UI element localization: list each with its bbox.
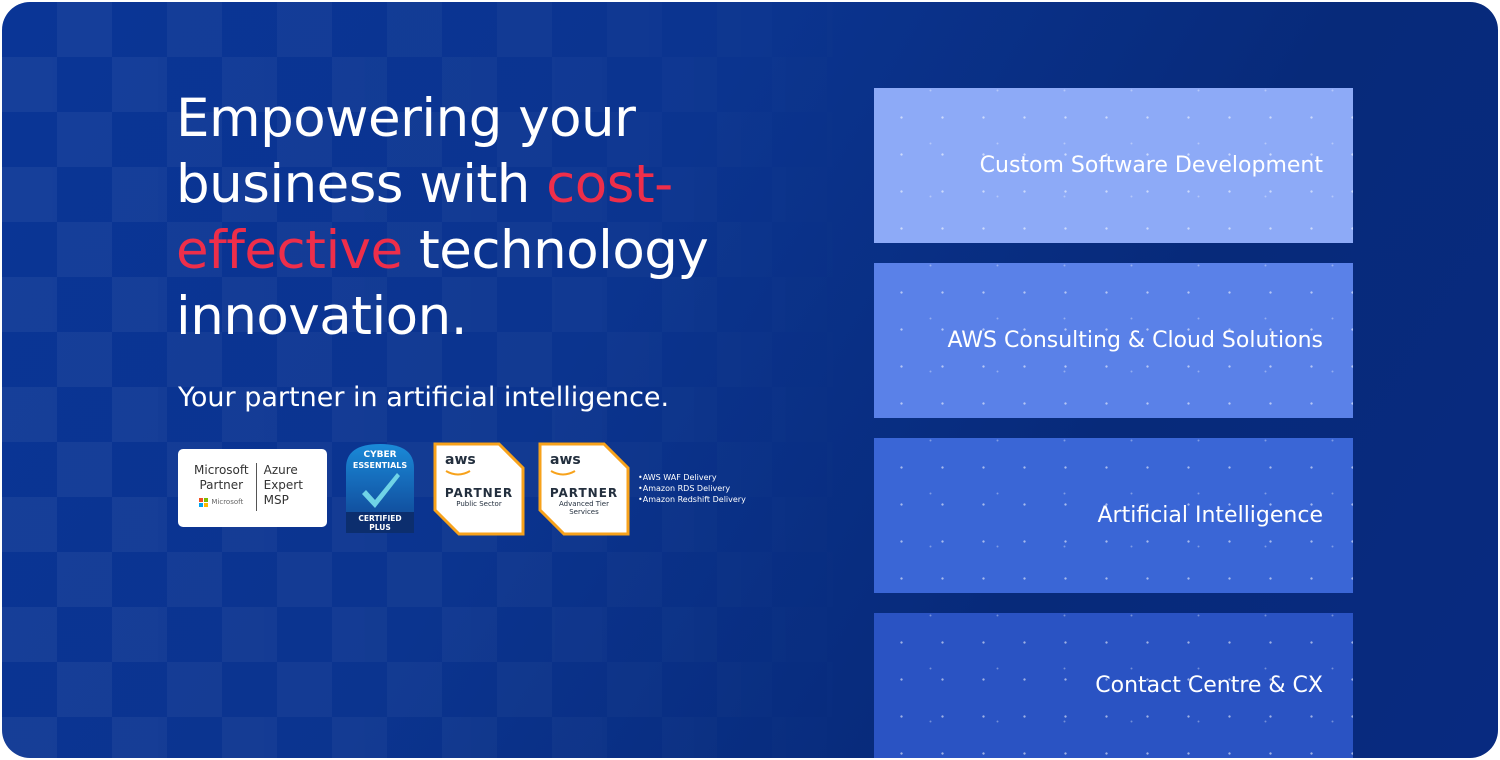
- service-card-contact-centre[interactable]: Contact Centre & CX: [874, 613, 1353, 758]
- aws-delivery-list: AWS WAF Delivery Amazon RDS Delivery Ama…: [638, 472, 746, 505]
- delivery-item: Amazon RDS Delivery: [638, 483, 746, 494]
- cyber-bottom-line1: CERTIFIED: [358, 514, 401, 523]
- delivery-item: AWS WAF Delivery: [638, 472, 746, 483]
- cyber-top-line2: ESSENTIALS: [353, 461, 408, 470]
- aws-smile-icon: [445, 470, 471, 476]
- aws-logo-text: aws: [550, 452, 581, 468]
- service-card-aws-consulting[interactable]: AWS Consulting & Cloud Solutions: [874, 263, 1353, 418]
- ms-badge-line1: Microsoft: [194, 463, 249, 477]
- hero-subheading: Your partner in artificial intelligence.: [178, 382, 670, 413]
- service-card-label: Custom Software Development: [979, 153, 1323, 178]
- ms-badge-sub: Microsoft: [211, 498, 244, 506]
- ms-badge-divider: [255, 463, 257, 511]
- microsoft-logo-icon: [199, 498, 209, 507]
- delivery-item: Amazon Redshift Delivery: [638, 494, 746, 505]
- aws-badge-sub1: Public Sector: [456, 500, 502, 508]
- checkmark-icon: [362, 473, 400, 508]
- headline-accent-part1: cost-: [546, 154, 673, 215]
- ms-badge-right2: Expert: [263, 478, 303, 492]
- service-card-label: Contact Centre & CX: [1095, 673, 1323, 698]
- cyber-essentials-plus-badge: CYBER ESSENTIALS CERTIFIED PLUS: [346, 444, 414, 533]
- ms-badge-right1: Azure: [263, 463, 298, 477]
- aws-partner-advanced-tier-badge: aws PARTNER Advanced Tier Services: [538, 442, 630, 536]
- aws-badge-shape: [538, 442, 630, 536]
- headline-accent-part2: effective: [176, 220, 403, 281]
- aws-badge-shape: [433, 442, 525, 536]
- cyber-top-line1: CYBER: [363, 450, 396, 460]
- aws-badge-sub2: Services: [569, 508, 599, 516]
- aws-badge-title: PARTNER: [444, 486, 514, 500]
- service-card-custom-software[interactable]: Custom Software Development: [874, 88, 1353, 243]
- cyber-bottom-line2: PLUS: [369, 523, 391, 532]
- aws-badge-sub1: Advanced Tier: [559, 500, 609, 508]
- headline-text-part2: technology innovation.: [176, 220, 709, 347]
- headline-text-part1: Empowering your business with: [176, 88, 636, 215]
- service-card-label: Artificial Intelligence: [1097, 503, 1324, 528]
- ms-badge-line2: Partner: [199, 478, 244, 492]
- hero-headline: Empowering your business with cost- effe…: [176, 86, 796, 350]
- aws-smile-icon: [550, 470, 576, 476]
- ms-badge-right3: MSP: [263, 493, 289, 507]
- aws-partner-public-sector-badge: aws PARTNER Public Sector: [433, 442, 525, 536]
- aws-logo-text: aws: [445, 452, 476, 468]
- aws-badge-title: PARTNER: [549, 486, 619, 500]
- microsoft-partner-badge: Microsoft Partner Microsoft Azure Expert…: [178, 449, 327, 527]
- service-card-artificial-intelligence[interactable]: Artificial Intelligence: [874, 438, 1353, 593]
- service-card-label: AWS Consulting & Cloud Solutions: [947, 328, 1323, 353]
